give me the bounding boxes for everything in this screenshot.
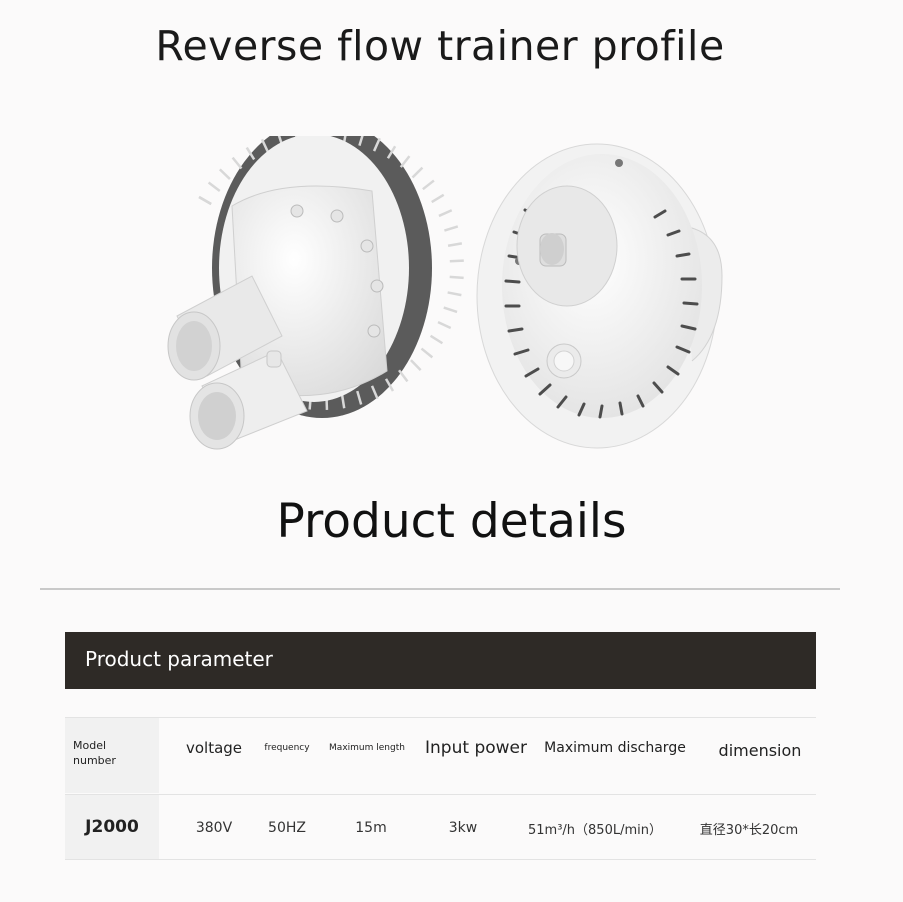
parameter-heading: Product parameter: [85, 647, 273, 671]
section-divider: [40, 588, 840, 590]
header-input-power: Input power: [425, 738, 527, 758]
table-bottom-border: [65, 859, 816, 860]
value-frequency: 50HZ: [268, 820, 306, 836]
product-photos: [167, 136, 723, 450]
header-maximum-discharge: Maximum discharge: [544, 740, 686, 756]
header-dimension: dimension: [718, 740, 802, 760]
value-input-power: 3kw: [448, 820, 478, 836]
value-maximum-length: 15m: [355, 820, 387, 836]
section-title: Product details: [276, 494, 627, 549]
value-dimension: 直径30*长20cm: [699, 822, 799, 838]
header-model-number: Model number: [73, 739, 116, 767]
value-maximum-discharge: 51m³/h（850L/min）: [528, 822, 662, 838]
page-title: Reverse flow trainer profile: [155, 22, 725, 70]
value-voltage: 380V: [195, 820, 233, 836]
table-top-border: [65, 717, 816, 718]
product-front-view: [476, 143, 723, 449]
product-back-view: [167, 136, 464, 450]
value-model-number: J2000: [85, 817, 139, 837]
parameter-table: Model number voltage frequency Maximum l…: [65, 717, 816, 860]
model-value-cell: [65, 795, 159, 859]
header-frequency: frequency: [264, 743, 310, 753]
table-middle-border: [65, 794, 816, 795]
model-header-cell: [65, 718, 159, 793]
header-voltage: voltage: [185, 739, 243, 757]
parameter-header-bar: Product parameter: [65, 632, 816, 689]
header-maximum-length: Maximum length: [329, 743, 405, 753]
